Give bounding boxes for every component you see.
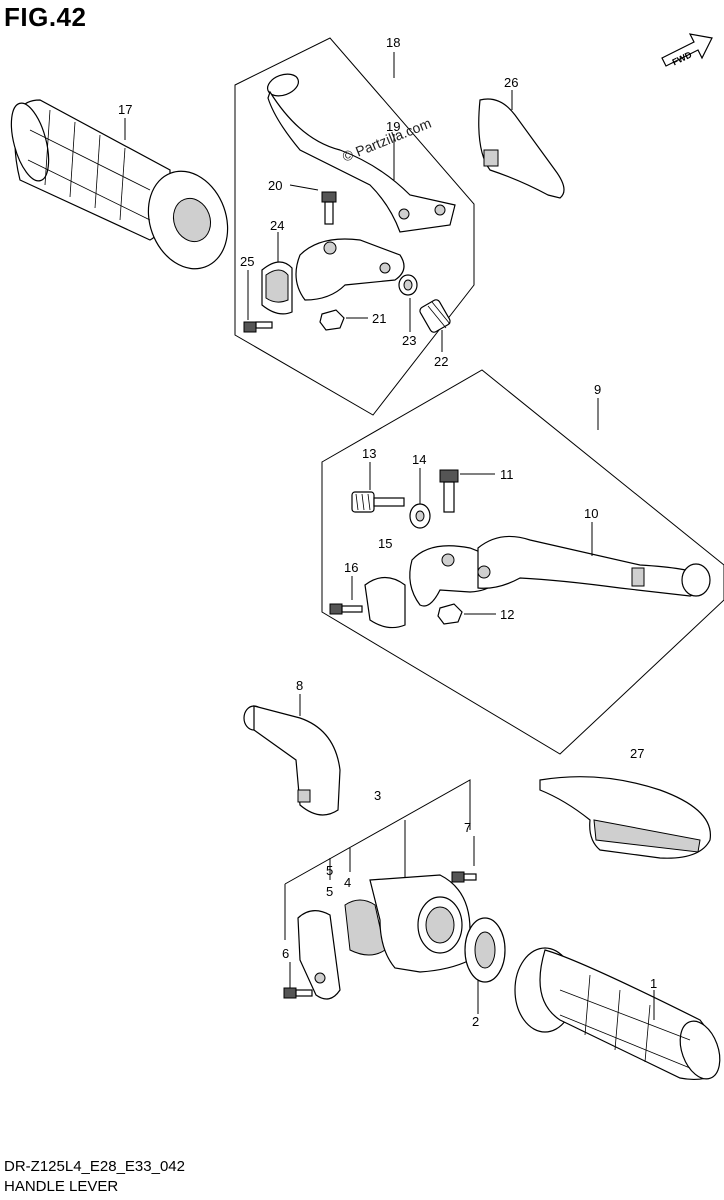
part-label-26: 26 <box>504 75 518 90</box>
lever-guard-26 <box>478 98 565 199</box>
leader-lines <box>124 52 655 1020</box>
bolt-16 <box>329 603 363 615</box>
part-label-4: 4 <box>344 875 351 890</box>
locknut-14 <box>409 503 431 529</box>
part-label-20: 20 <box>268 178 282 193</box>
part-label-15: 15 <box>378 536 392 551</box>
part-label-23: 23 <box>402 333 416 348</box>
throttle-drum-2 <box>464 917 506 983</box>
fwd-arrow-icon: FWD <box>661 33 713 67</box>
right-grip-1 <box>514 947 721 1081</box>
cover-5 <box>297 910 341 1000</box>
part-label-12: 12 <box>500 607 514 622</box>
part-label-5-upper: 5 <box>326 863 333 878</box>
figure-title: FIG.42 <box>4 2 87 32</box>
part-label-16: 16 <box>344 560 358 575</box>
part-label-17: 17 <box>118 102 132 117</box>
nut-21 <box>319 309 345 331</box>
adjuster-22 <box>419 299 451 333</box>
part-label-7: 7 <box>464 820 471 835</box>
pivot-bolt-11 <box>439 469 459 513</box>
part-label-1: 1 <box>650 976 657 991</box>
part-label-3: 3 <box>374 788 381 803</box>
screw-7 <box>451 871 477 883</box>
part-label-21: 21 <box>372 311 386 326</box>
holder-clamp-25 <box>261 261 293 315</box>
part-label-24: 24 <box>270 218 284 233</box>
holder-clamp-16 <box>364 576 406 629</box>
part-label-10: 10 <box>584 506 598 521</box>
part-label-27: 27 <box>630 746 644 761</box>
part-label-22: 22 <box>434 354 448 369</box>
part-label-14: 14 <box>412 452 426 467</box>
part-label-13: 13 <box>362 446 376 461</box>
part-label-11: 11 <box>500 467 514 482</box>
lever-holder-24 <box>295 238 405 301</box>
clutch-lever-19 <box>266 73 456 233</box>
part-label-19: 19 <box>386 119 400 134</box>
adjuster-bolt-13 <box>351 491 405 513</box>
screw-6 <box>283 987 313 999</box>
part-label-25: 25 <box>240 254 254 269</box>
throttle-cable-housing-8 <box>243 705 341 816</box>
nut-12 <box>437 603 463 625</box>
part-label-2: 2 <box>472 1014 479 1029</box>
part-label-6: 6 <box>282 946 289 961</box>
bolt-25 <box>243 321 273 333</box>
bolt-20 <box>321 191 337 225</box>
lever-assembly-box-9 <box>321 369 724 755</box>
section-title: HANDLE LEVER <box>4 1178 119 1195</box>
lever-assembly-box-18 <box>234 37 475 416</box>
left-grip-17 <box>10 99 229 270</box>
lever-cover-27 <box>539 776 711 859</box>
brake-lever-10 <box>477 535 711 597</box>
part-label-8: 8 <box>296 678 303 693</box>
part-label-5: 5 <box>326 884 333 899</box>
switch-assembly-bracket-3 <box>284 779 471 940</box>
part-label-9: 9 <box>594 382 601 397</box>
switch-case-3 <box>369 874 471 973</box>
part-label-18: 18 <box>386 35 400 50</box>
part-number-labels: 17 18 19 20 24 25 21 23 22 26 9 13 14 11… <box>118 35 657 1029</box>
washer-23 <box>398 274 418 296</box>
model-code: DR-Z125L4_E28_E33_042 <box>4 1158 185 1175</box>
